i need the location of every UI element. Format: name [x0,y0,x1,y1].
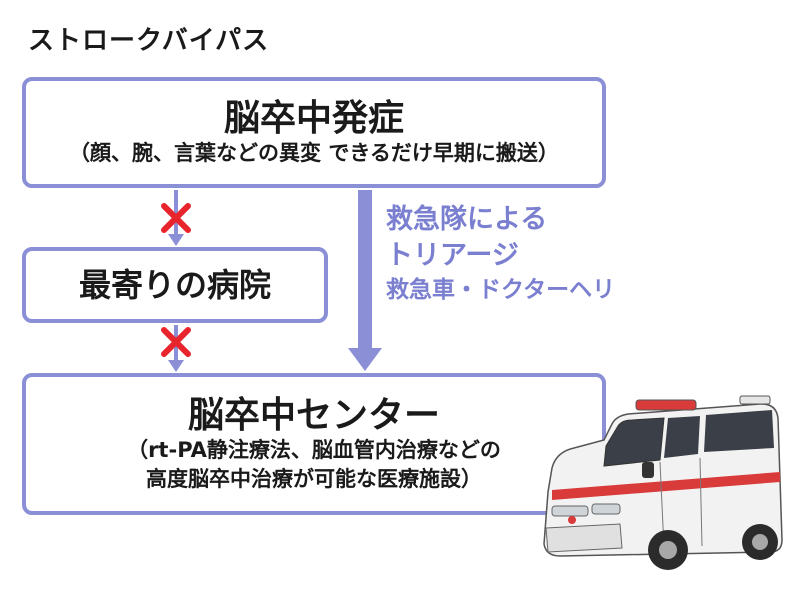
stroke-center-title: 脳卒中センター [187,394,440,436]
nearest-hospital-box: 最寄りの病院 [22,247,328,323]
diagram-heading: ストロークバイパス [28,26,270,56]
triage-label: 救急隊による トリアージ 救急車・ドクターヘリ [386,202,615,306]
cross-mark-icon [161,327,191,357]
arrow-bypass-to-center [348,190,382,371]
stroke-center-box: 脳卒中センター （rt-PA静注療法、脳血管内治療などの 高度脳卒中治療が可能な… [22,373,606,515]
triage-line1: 救急隊による [386,204,548,235]
stroke-onset-subtitle: （顔、腕、言葉などの異変 できるだけ早期に搬送） [69,141,559,166]
stroke-center-line2: 高度脳卒中治療が可能な医療施設） [146,466,482,491]
ambulance-icon [543,395,783,570]
triage-line3: 救急車・ドクターヘリ [386,277,616,303]
arrow-onset-to-nearest [168,190,184,246]
stroke-center-line1: （rt-PA静注療法、脳血管内治療などの [127,438,501,463]
nearest-hospital-title: 最寄りの病院 [78,265,271,304]
stroke-onset-title: 脳卒中発症 [223,97,404,139]
triage-line2: トリアージ [386,240,519,271]
stroke-onset-box: 脳卒中発症 （顔、腕、言葉などの異変 できるだけ早期に搬送） [22,77,606,188]
cross-mark-icon [161,203,191,233]
